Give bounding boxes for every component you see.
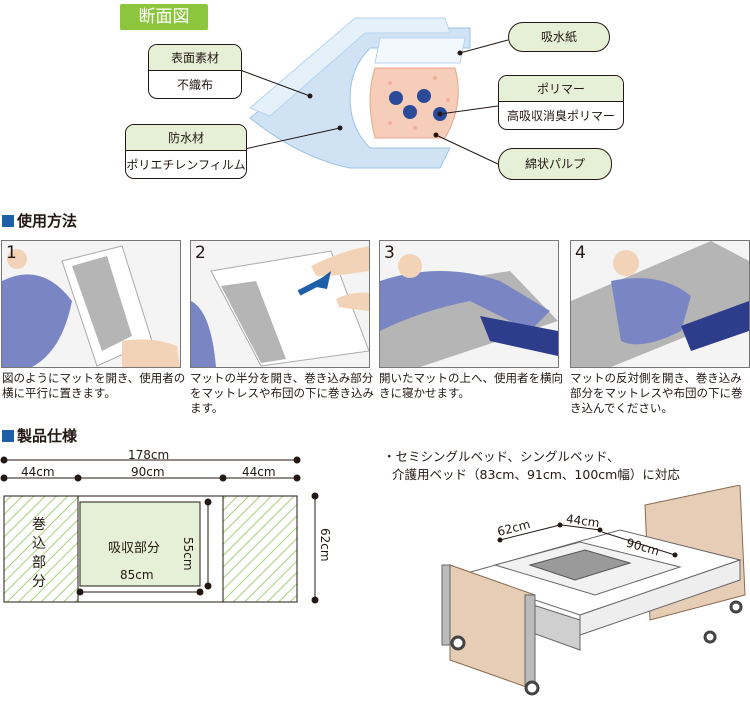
step-2-panel: 2 (190, 240, 370, 368)
step-4-caption: マットの反対側を開き、巻き込み部分をマットレスや布団の下に巻き込んでください。 (570, 371, 743, 415)
usage-heading: 使用方法 (2, 210, 77, 231)
right-width-label: 44cm (242, 465, 276, 479)
paper-label: 吸水紙 (508, 22, 610, 52)
absorb-part-label: 吸収部分 (108, 541, 161, 556)
center-width-label: 90cm (131, 465, 165, 479)
step-4-number: 4 (575, 243, 586, 263)
surface-material-label: 表面素材 不織布 (148, 44, 242, 99)
pulp-label: 綿状パルプ (498, 148, 612, 180)
step-3-caption: 開いたマットの上へ、使用者を横向きに寝かせます。 (379, 371, 563, 400)
step-3-number: 3 (384, 243, 395, 263)
step-4-panel: 4 (570, 240, 750, 368)
absorb-height-label: 55cm (181, 537, 195, 571)
bed-note-line-1: ・セミシングルベッド、シングルベッド、 (383, 449, 620, 464)
absorb-width-label: 85cm (120, 568, 154, 582)
total-height-label: 62cm (318, 528, 332, 562)
step-2-number: 2 (195, 243, 206, 263)
step-1-caption: 図のようにマットを開き、使用者の横に平行に置きます。 (2, 371, 186, 400)
total-width-label: 178cm (128, 448, 170, 462)
waterproof-material-label: 防水材 ポリエチレンフィルム (125, 124, 247, 179)
left-width-label: 44cm (21, 465, 55, 479)
cross-section-tag: 断面図 (120, 4, 208, 30)
step-3-panel: 3 (379, 240, 559, 368)
cross-section-illustration (240, 17, 509, 169)
roll-part-label: 巻込部分 (32, 517, 46, 590)
polymer-label: ポリマー 高吸収消臭ポリマー (498, 75, 624, 130)
step-1-number: 1 (6, 243, 17, 263)
bed-note-line-2: 介護用ベッド（83cm、91cm、100cm幅）に対応 (392, 467, 680, 482)
bed-illustration (441, 485, 746, 696)
spec-diagram (0, 456, 319, 604)
step-2-caption: マットの半分を開き、巻き込み部分をマットレスや布団の下に巻き込みます。 (190, 371, 374, 415)
spec-heading: 製品仕様 (2, 425, 77, 446)
step-1-panel: 1 (1, 240, 181, 368)
